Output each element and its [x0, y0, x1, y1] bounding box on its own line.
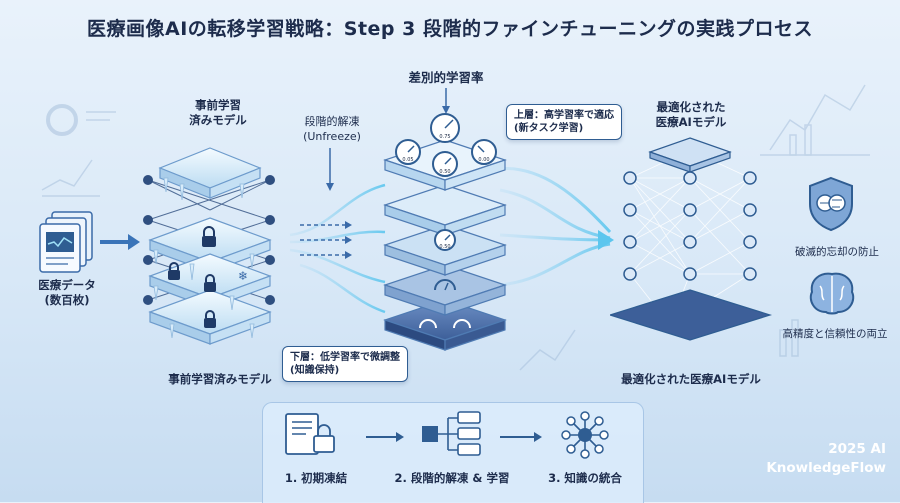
document-lock-icon [285, 413, 335, 455]
pretrained-model-label: 事前学習 済みモデル [189, 98, 247, 127]
brand-line-1: 2025 AI [828, 441, 886, 457]
page-title: 医療画像AIの転移学習戦略：Step 3 段階的ファインチューニングの実践プロセ… [87, 18, 813, 40]
brand-line-2: KnowledgeFlow [766, 460, 886, 476]
brand-watermark: 2025 AI KnowledgeFlow [710, 440, 886, 478]
optimized-model-network [610, 137, 773, 341]
gauge-value-2: 0.05 [402, 157, 413, 163]
gauge-icon [419, 319, 471, 329]
step-2-label: 2. 段階的解凍 & 学習 [394, 471, 510, 485]
gauge-icon: 0.50 [434, 229, 456, 251]
upper-layer-callout: 上層：高学習率で適応 (新タスク学習) [506, 104, 622, 140]
unfreezing-layer-stack: 0.75 0.05 0.00 0.50 0.50 [383, 113, 507, 351]
dashed-arrows [300, 221, 352, 259]
gauge-icon: 0.05 [395, 139, 421, 165]
medical-data-label: 医療データ (数百枚) [38, 278, 96, 307]
medical-data-icon [39, 211, 93, 273]
optimized-model-bottom-label: 最適化された医療AIモデル [621, 372, 761, 386]
unfreeze-label: 段階的解凍 (Unfreeze) [303, 115, 361, 143]
lower-layer-callout: 下層：低学習率で微調整 (知識保持) [282, 346, 408, 382]
benefit-forgetting-prevention: 破滅的忘却の防止 [795, 246, 879, 258]
svg-text:❄: ❄ [238, 269, 248, 283]
data-arrow [100, 234, 140, 250]
gauge-value-4: 0.50 [439, 169, 450, 175]
step-1-label: 1. 初期凍結 [284, 471, 348, 485]
benefit-accuracy-reliability: 高精度と信頼性の両立 [782, 328, 888, 340]
pretrained-model-bottom-label: 事前学習済みモデル [168, 372, 272, 386]
step-arrow-2 [500, 432, 542, 442]
frozen-model-stack: ❄ [143, 147, 275, 345]
gauge-icon [434, 279, 456, 291]
decor-chart-right [519, 84, 870, 371]
gauge-value-3: 0.00 [478, 157, 489, 163]
gauge-icon: 0.00 [471, 139, 497, 165]
optimized-model-label: 最適化された 医療AIモデル [655, 100, 727, 129]
network-hub-icon [561, 411, 609, 459]
flow-lines-left [289, 183, 386, 314]
flow-arrowhead [598, 230, 614, 250]
discriminative-lr-header: 差別的学習率 [408, 70, 484, 85]
branch-list-icon [422, 411, 481, 456]
brain-shield-icon [809, 176, 853, 232]
flow-lines-right [489, 167, 612, 287]
gauge-group: 0.75 0.05 0.00 0.50 0.50 [395, 113, 497, 329]
step-arrow-1 [366, 432, 404, 442]
decor-chart-left [41, 104, 116, 197]
gauge-icon: 0.50 [432, 151, 458, 177]
gauge-value-1: 0.75 [439, 134, 450, 140]
brain-icon [809, 272, 855, 315]
gauge-icon: 0.75 [430, 113, 460, 143]
step-3-label: 3. 知識の統合 [548, 471, 622, 485]
gauge-value-6: 0.50 [439, 244, 450, 250]
